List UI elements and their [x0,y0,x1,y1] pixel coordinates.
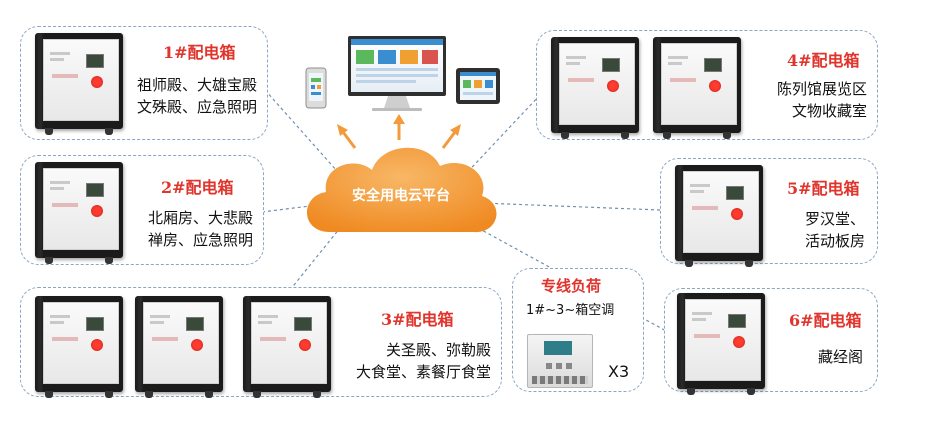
box-title: 3#配电箱 [381,310,454,329]
box-desc-line-1: 藏经阁 [817,348,863,366]
dedicated-load-title: 专线负荷 [541,277,602,295]
desktop-monitor-icon [348,36,446,111]
distribution-box-6: 6#配电箱 藏经阁 [664,288,878,395]
cabinet-icon [551,37,639,139]
arrow-right-head [450,124,461,136]
box-title: 6#配电箱 [789,311,862,330]
cabinet-icon [677,293,765,395]
cabinet-icon [35,296,123,398]
cabinet-icon [675,165,763,267]
arrow-right [441,131,457,149]
arrow-center-head [393,114,405,124]
smartphone-icon [305,67,327,109]
box-desc-line-1: 罗汉堂、 [804,210,865,228]
cabinet-icon [135,296,223,398]
upload-arrows [337,114,461,149]
meter-count: X3 [608,362,630,381]
connector-box1 [264,89,346,181]
box-desc-line-1: 北厢房、大悲殿 [147,209,253,227]
box-title: 5#配电箱 [787,179,860,198]
distribution-box-5: 5#配电箱 罗汉堂、 活动板房 [660,158,878,267]
connector-box3 [289,227,341,291]
box-desc-line-2: 文殊殿、应急照明 [136,98,257,116]
box-desc-line-2: 文物收藏室 [791,102,867,120]
box-desc-line-2: 活动板房 [804,232,865,250]
box-title: 4#配电箱 [787,51,860,70]
arrow-left [341,131,357,149]
cabinet-icon [35,162,123,264]
cabinet-icon [653,37,741,139]
arrow-left-head [337,124,348,136]
cloud-icon [306,147,497,233]
cabinet-icon [35,33,123,135]
energy-meter-icon [527,334,593,388]
box-desc-line-2: 禅房、应急照明 [147,231,253,249]
box-title: 1#配电箱 [163,43,236,62]
tablet-icon [456,68,500,104]
box-desc-line-2: 大食堂、素餐厅食堂 [355,363,491,381]
box-title: 2#配电箱 [161,178,234,197]
cloud-platform-label: 安全用电云平台 [352,188,450,204]
distribution-box-4: 4#配电箱 陈列馆展览区 文物收藏室 [536,30,878,140]
dedicated-load-subtitle: 1#~3~箱空调 [526,303,615,318]
box-desc-line-1: 关圣殿、弥勒殿 [385,341,491,359]
box-desc-line-1: 陈列馆展览区 [776,80,867,98]
connector-box5 [481,202,661,211]
distribution-box-1: 1#配电箱 祖师殿、大雄宝殿 文殊殿、应急照明 [20,26,268,140]
cabinet-icon [243,296,331,398]
connector-box4 [459,94,541,181]
distribution-box-2: 2#配电箱 北厢房、大悲殿 禅房、应急照明 [20,155,264,265]
distribution-box-3: 3#配电箱 关圣殿、弥勒殿 大食堂、素餐厅食堂 [20,287,502,398]
box-desc-line-1: 祖师殿、大雄宝殿 [136,76,257,94]
